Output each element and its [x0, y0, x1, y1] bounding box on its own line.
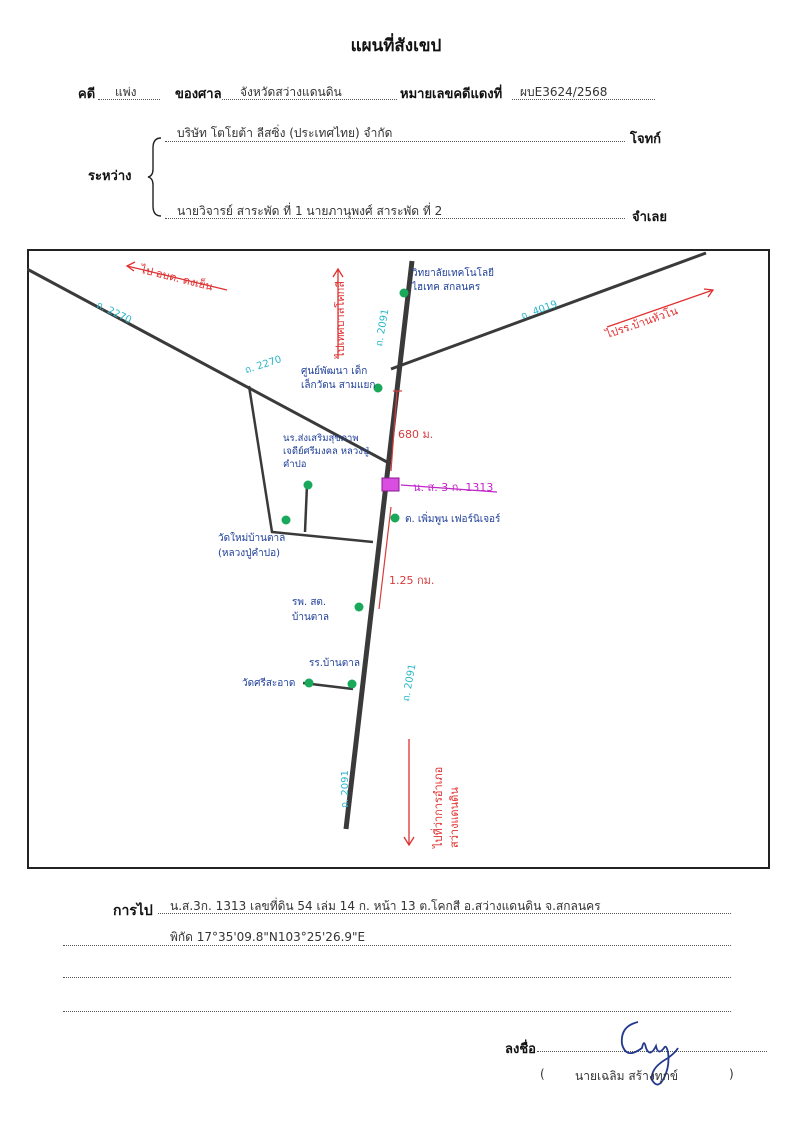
sign-label: ลงชื่อ — [505, 1042, 536, 1057]
coords-value: พิกัด 17°35'09.8"N103°25'26.9"E — [170, 930, 366, 944]
landmark-hospital: รพ. สต. บ้านตาล — [292, 597, 330, 623]
case-value: แพ่ง — [115, 85, 137, 99]
blank-dots-2 — [63, 1011, 731, 1012]
case-label: คดี — [78, 87, 96, 102]
distance-south-label: 1.25 กม. — [389, 574, 435, 587]
red-case-dots — [512, 99, 655, 100]
dot-school — [347, 679, 357, 689]
road-branch-temple — [247, 385, 374, 544]
landmark-health-center: นร.ส่งเสริมสุขภาพ เจดีย์ศรีมงคล หลวงปู่ค… — [283, 433, 369, 470]
target-marker — [381, 477, 400, 492]
case-dots — [98, 99, 160, 100]
defendant-name: นายวิจารย์ สาระพัด ที่ 1 นายภานุพงศ์ สาร… — [177, 204, 443, 218]
landmark-temple-north: วัดใหม่บ้านตาล (หลวงปู่คำปอ) — [218, 533, 286, 559]
dot-temple-south — [304, 678, 314, 688]
distance-north-label: 680 ม. — [398, 428, 434, 441]
between-label: ระหว่าง — [88, 169, 132, 184]
route-value: น.ส.3ก. 1313 เลขที่ดิน 54 เล่ม 14 ก. หน้… — [170, 899, 601, 913]
landmark-child-center: ศูนย์พัฒนา เด็กเล็กวัดน สามแยก — [301, 366, 376, 391]
paren-close: ) — [729, 1067, 734, 1081]
dot-temple-north — [281, 515, 291, 525]
page-title: แผนที่สังเขป — [350, 36, 442, 56]
arrow-head-amphoe — [403, 836, 415, 847]
direction-amphoe: ไปที่ว่าการอำเภอ สว่างแดนดิน — [432, 766, 461, 848]
road-2091 — [343, 260, 415, 830]
plaintiff-dots — [165, 141, 625, 142]
defendant-role: จำเลย — [632, 210, 667, 225]
route-label: การไป — [113, 903, 153, 919]
road-label-2091-lower: ถ. 2091 — [340, 770, 351, 808]
red-case-value: ผบE3624/2568 — [520, 85, 608, 99]
arrow-head-wanon — [125, 261, 136, 272]
court-dots — [222, 99, 397, 100]
blank-dots-1 — [63, 977, 731, 978]
court-label: ของศาล — [175, 87, 222, 102]
target-label: น. ส. 3 ก. 1313 — [413, 481, 494, 494]
arrow-head-kok-si — [332, 267, 344, 278]
distance-north-line — [390, 390, 398, 472]
paren-open: ( — [540, 1067, 545, 1081]
route-dots — [158, 913, 731, 914]
arrow-head-ban-bua — [703, 288, 715, 298]
defendant-dots — [165, 218, 625, 219]
landmark-shop: ต. เพิ่มพูน เฟอร์นิเจอร์ — [405, 514, 501, 525]
plaintiff-name: บริษัท โตโยต้า ลีสซิ่ง (ประเทศไทย) จำกัด — [177, 126, 393, 140]
map-frame — [27, 249, 770, 869]
road-4019 — [390, 251, 707, 371]
court-value: จังหวัดสว่างแดนดิน — [240, 85, 342, 99]
coords-dots — [63, 945, 731, 946]
dot-child-center — [373, 383, 383, 393]
dot-health-center — [303, 480, 313, 490]
distance-south-line — [378, 506, 392, 610]
map-canvas — [27, 251, 715, 847]
road-branch-health — [303, 484, 309, 533]
arrow-line-wanon — [126, 265, 228, 291]
dot-shop — [390, 513, 400, 523]
landmark-temple-south: วัดศรีสะอาด — [242, 678, 296, 689]
red-case-label: หมายเลขคดีแดงที่ — [400, 87, 503, 102]
plaintiff-role: โจทก์ — [630, 132, 662, 147]
signer-name: นายเฉลิม สร้างทุกข์ — [575, 1069, 679, 1083]
road-2270 — [27, 267, 388, 464]
dot-hospital — [354, 602, 364, 612]
target-leader-line — [400, 484, 498, 493]
arrow-line-ban-bua — [606, 289, 714, 328]
landmark-school: รร.บ้านตาล — [309, 658, 360, 669]
dot-college — [399, 288, 409, 298]
signature-icon — [620, 1021, 679, 1086]
brace-icon — [147, 137, 162, 217]
direction-kok-si: ไปเทศบาลโคกสี — [334, 280, 347, 358]
landmark-college: วิทยาลัยเทคโนโลยี ไฮเทค สกลนคร — [412, 268, 494, 293]
